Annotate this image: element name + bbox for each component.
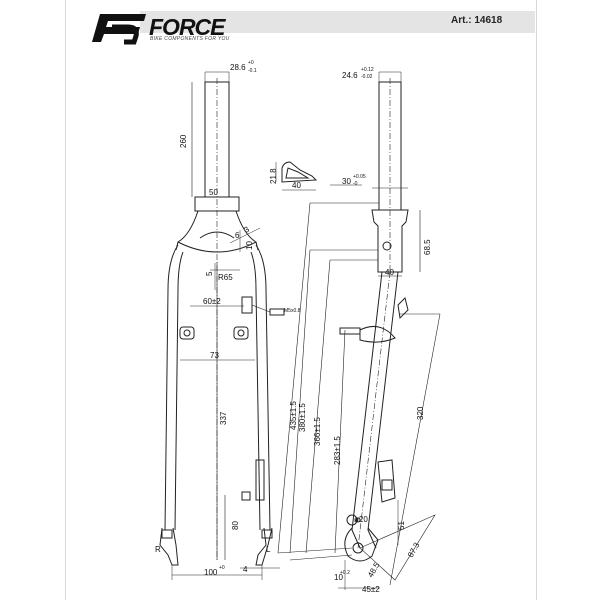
dim-mount-height: 51	[397, 521, 406, 530]
dim-brake-hole-width: 60±2	[203, 297, 221, 306]
dim-crown-side-width: 40	[385, 268, 394, 277]
race-section	[275, 161, 362, 191]
dim-offset-b: 10	[334, 573, 343, 582]
side-view	[277, 71, 441, 590]
force-logo: FORCE	[92, 14, 227, 45]
side-crown	[371, 209, 409, 273]
article-number: Art.: 14618	[451, 15, 503, 26]
dim-tire-clearance: 73	[210, 351, 219, 360]
brand-tagline: BIKE COMPONENTS FOR YOU	[150, 36, 230, 42]
dim-race-height: 21.8	[269, 168, 278, 184]
dim-mount-diameter: ø20	[354, 515, 368, 524]
dim-axle-to-crown-c: 366±1.5	[313, 417, 322, 446]
dim-crown-gap: 5	[205, 271, 214, 276]
left-leg	[164, 244, 179, 531]
dim-crown-angle: 6	[235, 231, 240, 240]
dim-crown-height: 10	[245, 241, 254, 250]
dim-crown-width: 50	[209, 188, 218, 197]
dim-axle-tol: +0	[219, 565, 225, 571]
label-left: L	[266, 545, 271, 554]
dim-offset-a: 48.5	[366, 561, 382, 579]
dim-crown-side-height: 68.5	[423, 239, 432, 255]
label-right: R	[155, 545, 161, 554]
dim-crown-offset: 3	[243, 224, 252, 234]
dim-steerer-length: 260	[179, 134, 188, 148]
dim-steerer-side: 24.6	[342, 71, 358, 80]
dim-axle-to-crown-d: 283±1.5	[333, 436, 342, 465]
dim-steerer-side-tol-lower: -0.02	[361, 74, 373, 80]
dim-steerer-side-tol-upper: +0.12	[361, 67, 374, 73]
dim-steerer-front-tol-lower: -0.1	[248, 68, 257, 74]
dim-axle-to-crown-b: 380±1.5	[298, 403, 307, 432]
dim-race-tol-lower: -0	[353, 181, 358, 187]
dim-steerer-front: 28.6	[230, 63, 246, 72]
dim-axle-width: 100	[204, 568, 218, 577]
dim-race-tol: +0.05	[353, 174, 366, 180]
thread-note: M5x0.8	[284, 308, 301, 314]
dim-dropout-height: 80	[231, 521, 240, 530]
dim-axle-to-crown-a: 435±1.5	[289, 401, 298, 430]
front-view	[159, 71, 285, 580]
logo-wordmark: FORCE	[149, 14, 226, 40]
dim-race-width: 40	[292, 181, 301, 190]
dim-race-diameter: 30	[342, 177, 351, 186]
dim-radius: R65	[218, 273, 233, 282]
dim-small-tol: +0.2	[340, 570, 350, 576]
dim-overall: 320	[416, 406, 425, 420]
dim-steerer-front-tol-upper: +0	[248, 60, 254, 66]
dim-offset-c: 45±2	[362, 585, 380, 594]
header-band	[140, 11, 535, 33]
dim-axle-side: 4	[243, 565, 248, 574]
right-leg	[255, 244, 271, 531]
dim-rake: 87.3	[406, 541, 422, 559]
dim-leg-length: 337	[219, 411, 228, 425]
